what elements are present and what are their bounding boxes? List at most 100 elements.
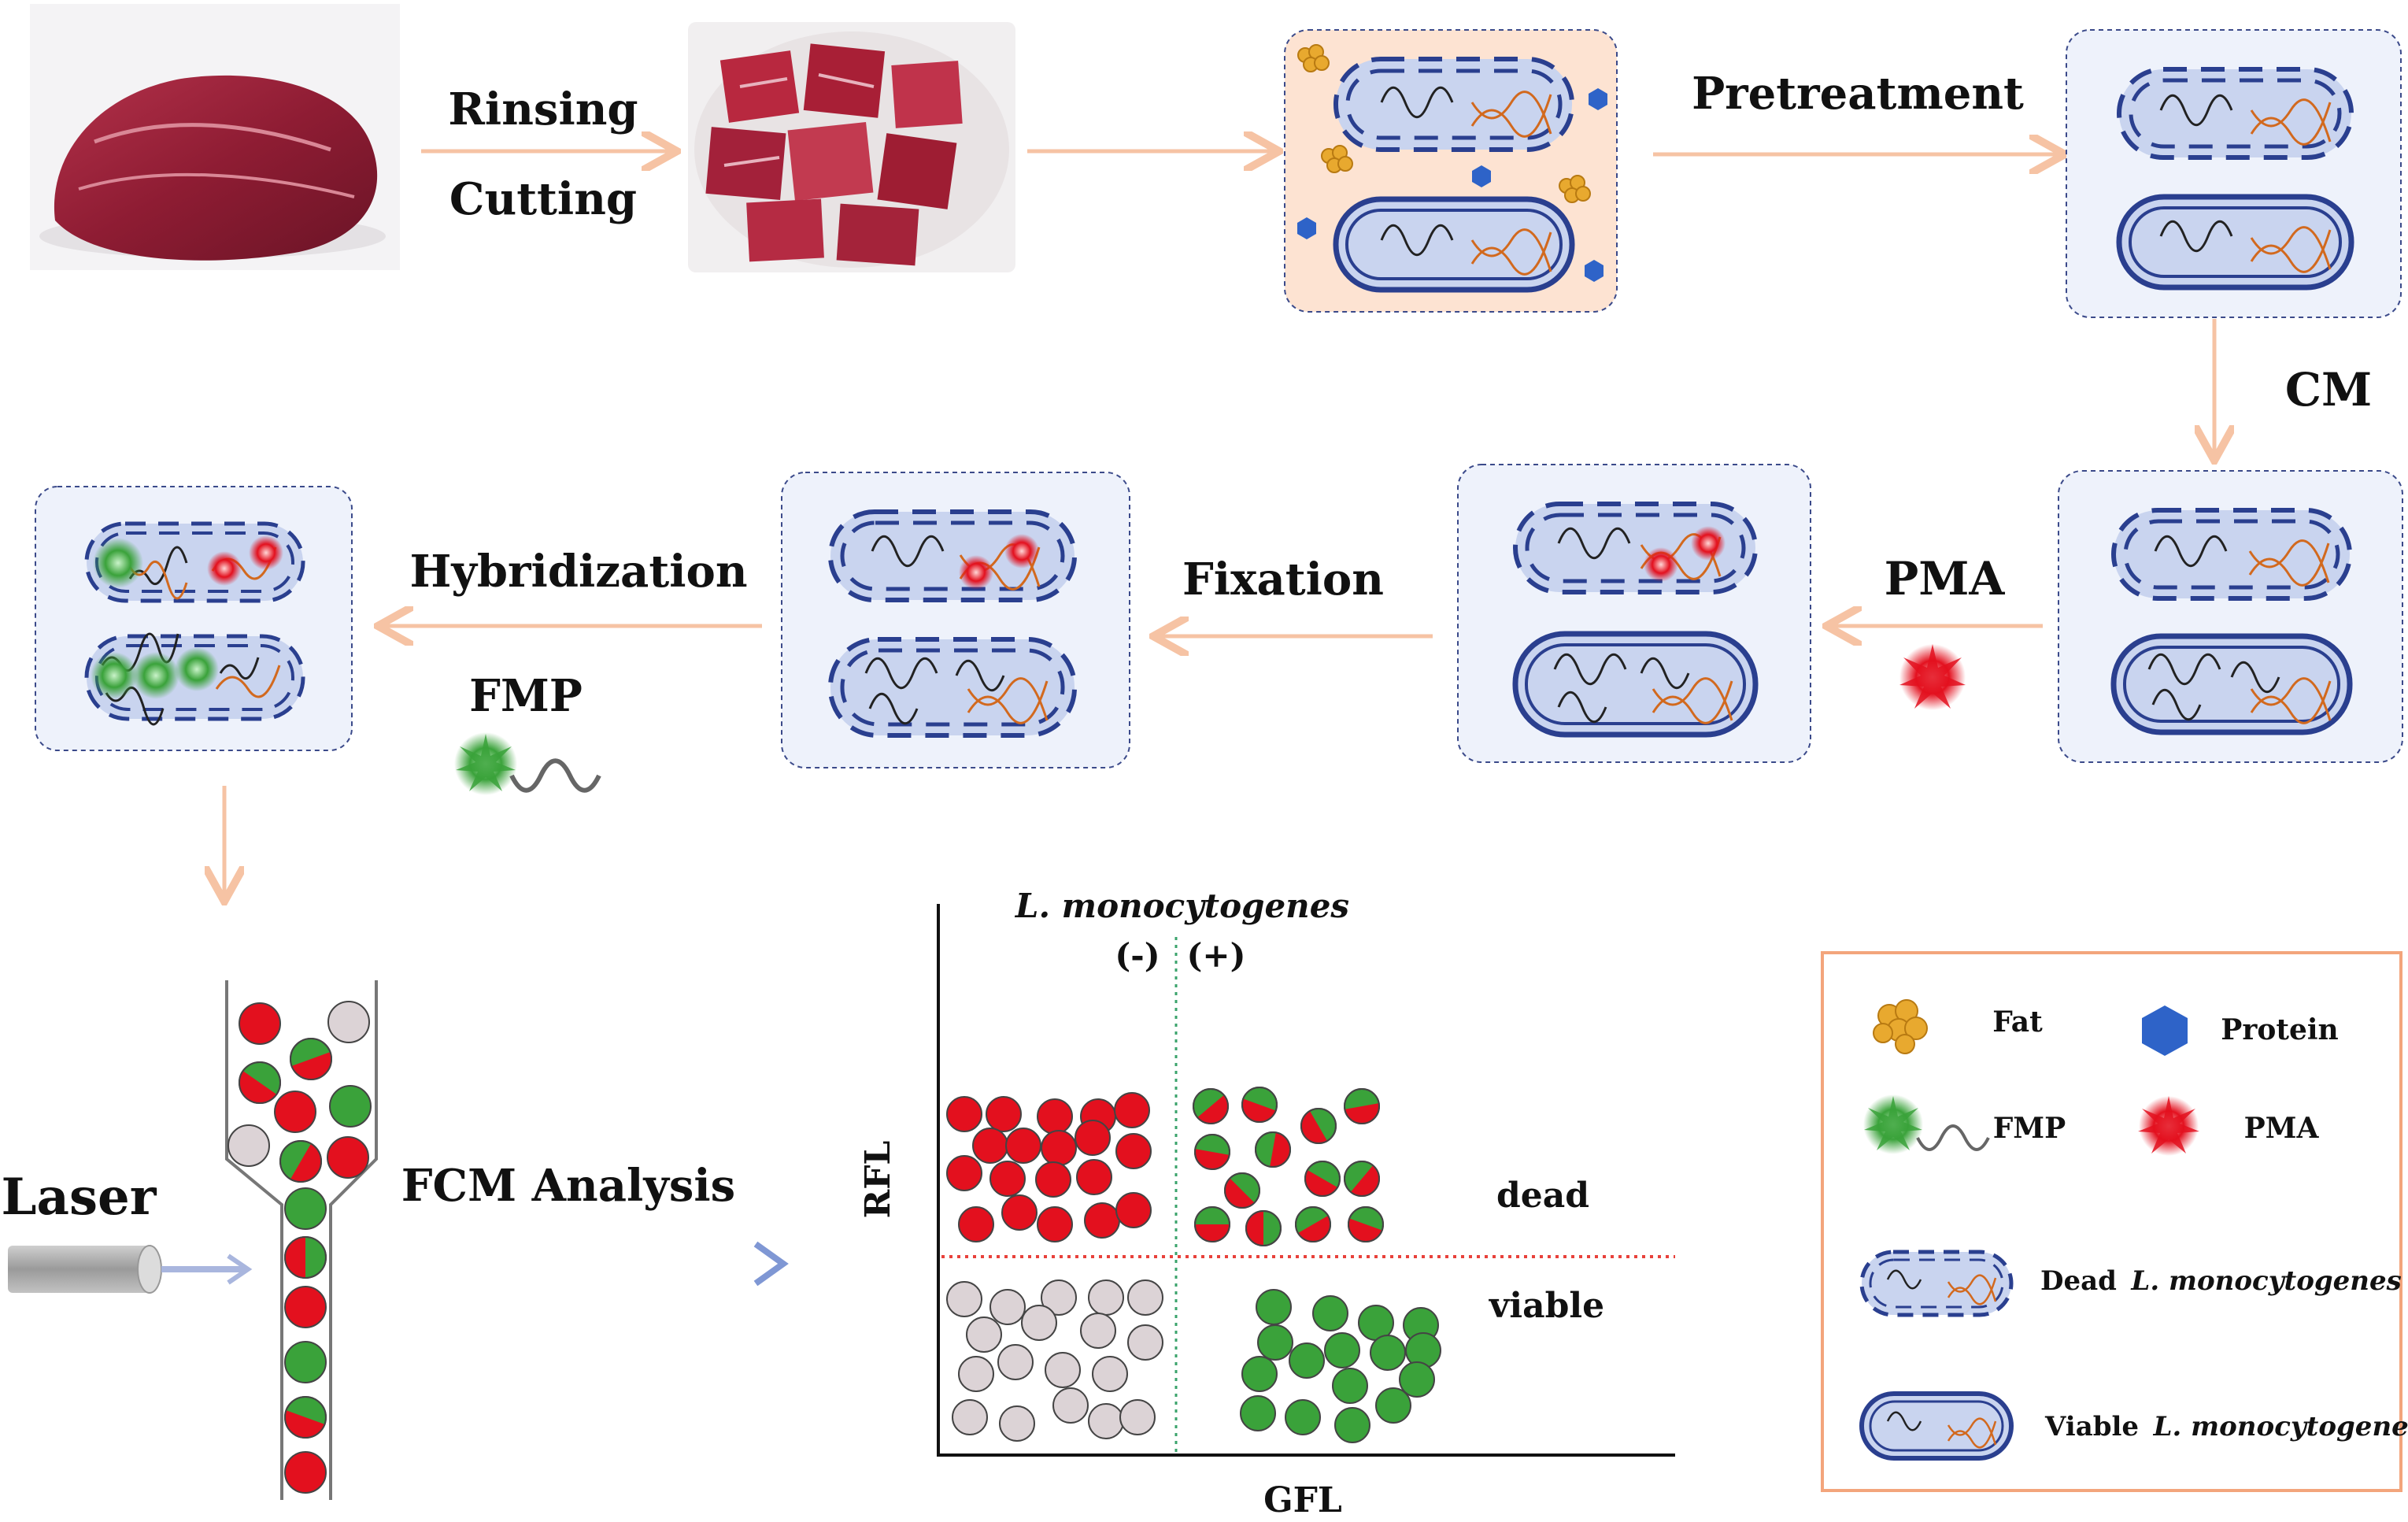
green-particle <box>1324 1332 1360 1368</box>
flow-cells <box>227 1001 372 1494</box>
gray-particle <box>966 1316 1002 1353</box>
red-particle <box>1037 1098 1073 1135</box>
red-particle <box>1035 1161 1071 1198</box>
legend-dead-label: Dead L. monocytogenes <box>2040 1265 2402 1297</box>
protein-icon <box>1297 88 1607 282</box>
gray-particle <box>1052 1387 1089 1424</box>
gray-particle <box>999 1405 1035 1442</box>
step-fcm-analysis: FCM Analysis <box>401 1160 735 1212</box>
gray-particle <box>1119 1399 1156 1435</box>
red-particle <box>958 1206 994 1242</box>
mixed-particle <box>1344 1088 1380 1124</box>
red-particle <box>1076 1159 1112 1195</box>
mixed-particle <box>1348 1206 1384 1242</box>
fat-icon <box>1297 44 1591 203</box>
label-viable: viable <box>1489 1286 1604 1326</box>
legend-fat-icon <box>1873 999 1928 1054</box>
x-axis-label: GFL <box>1263 1480 1342 1520</box>
gray-particle <box>958 1356 994 1392</box>
laser-emitter-icon <box>8 1245 253 1294</box>
green-particle <box>1241 1356 1278 1392</box>
gray-particle <box>1041 1279 1077 1316</box>
fmp-probe-icon <box>454 732 601 795</box>
step-laser: Laser <box>2 1168 157 1227</box>
green-particle <box>1312 1295 1348 1331</box>
gray-particle <box>997 1344 1034 1380</box>
legend-pma-icon <box>2138 1096 2199 1156</box>
red-particle <box>1037 1206 1073 1242</box>
mixed-particle <box>1194 1134 1230 1170</box>
legend-dead-cell-icon <box>1859 1250 2014 1317</box>
green-particle <box>1240 1395 1276 1431</box>
gray-particle <box>1088 1403 1124 1439</box>
red-particle <box>1075 1120 1111 1156</box>
red-particle <box>1115 1133 1152 1169</box>
red-particle <box>989 1161 1026 1197</box>
mixed-particle <box>1224 1172 1260 1209</box>
gray-particle <box>1127 1279 1163 1316</box>
fcm-plot: L. monocytogenes (-) (+) RFL GFL dead vi… <box>858 887 1675 1520</box>
gray-particle <box>1092 1356 1128 1392</box>
red-particle <box>327 1136 369 1179</box>
green-particle <box>1256 1289 1292 1325</box>
legend: Fat Protein FMP PMA Dead L. monocytogene… <box>1821 951 2408 1492</box>
meat-photo <box>30 4 400 270</box>
label-positive: (+) <box>1187 936 1246 975</box>
gray-particle <box>946 1281 982 1317</box>
gray-particle <box>227 1124 270 1167</box>
red-particle <box>1041 1130 1077 1166</box>
gray-particle <box>1088 1279 1124 1316</box>
mixed-particle <box>1194 1206 1230 1242</box>
green-particle <box>1334 1407 1370 1443</box>
step-fmp: FMP <box>469 670 583 722</box>
gray-particle <box>1021 1305 1057 1341</box>
mixed-particle <box>1304 1161 1341 1197</box>
mixed-particle <box>1193 1088 1229 1124</box>
green-particle <box>1399 1361 1435 1398</box>
red-particle <box>239 1002 281 1045</box>
legend-viable-label: Viable L. monocytogenes <box>2044 1411 2408 1442</box>
y-axis-label: RFL <box>858 1141 898 1219</box>
label-dead: dead <box>1496 1176 1589 1216</box>
mixed-particle <box>284 1236 327 1279</box>
plot-points <box>946 1087 1441 1443</box>
pma-panel <box>1457 464 1811 763</box>
viable-cell <box>1333 196 1575 293</box>
hybridized-panel <box>35 486 353 751</box>
green-particle <box>1289 1342 1325 1379</box>
mixed-particle <box>284 1396 327 1439</box>
legend-protein-label: Protein <box>2221 1013 2338 1046</box>
step-rinsing: Rinsing <box>448 83 638 135</box>
gray-particle <box>327 1001 370 1043</box>
green-particle <box>1332 1368 1368 1404</box>
step-pma: PMA <box>1885 552 2006 605</box>
gray-particle <box>989 1289 1026 1325</box>
pma-burst-icon <box>1899 644 1966 710</box>
gray-particle <box>1045 1352 1081 1388</box>
mixed-particle <box>279 1140 322 1183</box>
gray-particle <box>1127 1324 1163 1361</box>
green-particle <box>1375 1387 1411 1424</box>
label-negative: (-) <box>1115 936 1160 975</box>
red-particle <box>284 1451 327 1494</box>
legend-fmp-icon <box>1863 1094 1990 1154</box>
step-cutting: Cutting <box>449 173 637 225</box>
mixed-particle <box>239 1061 281 1104</box>
mixed-particle <box>1245 1210 1282 1246</box>
red-particle <box>1001 1194 1038 1231</box>
step-fixation: Fixation <box>1182 554 1384 605</box>
red-particle <box>274 1091 316 1133</box>
mixed-particle <box>1300 1108 1337 1144</box>
step-hybridization: Hybridization <box>409 546 747 598</box>
red-particle <box>946 1155 982 1191</box>
gray-particle <box>952 1399 988 1435</box>
green-particle <box>1257 1324 1293 1361</box>
legend-fat-label: Fat <box>1992 1005 2043 1039</box>
legend-pma-label: PMA <box>2244 1112 2320 1145</box>
mixed-particle <box>1295 1206 1331 1242</box>
red-particle <box>1084 1202 1120 1239</box>
step-cm: CM <box>2285 363 2372 417</box>
mixed-particle <box>1255 1131 1291 1168</box>
mixed-particle <box>290 1038 332 1080</box>
dead-cell <box>1333 57 1574 152</box>
